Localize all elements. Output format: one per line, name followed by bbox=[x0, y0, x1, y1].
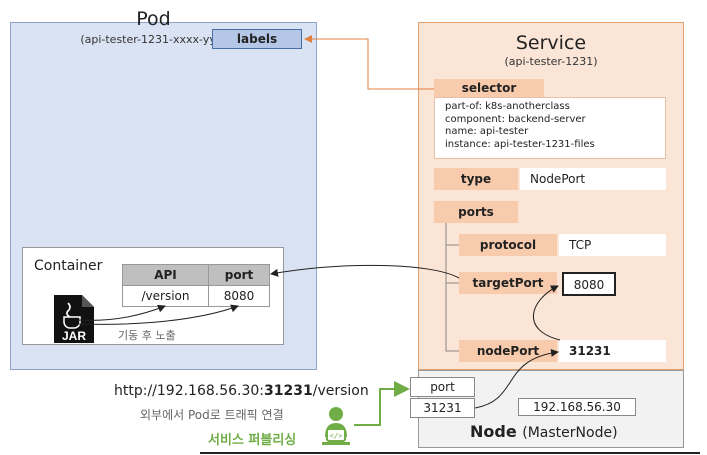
developer-icon: </> bbox=[322, 405, 350, 451]
selector-item: name: api-tester bbox=[445, 126, 529, 137]
pod-labels-box: labels bbox=[212, 29, 302, 49]
external-url: http://192.168.56.30:31231/version bbox=[114, 383, 369, 399]
node-port-value: 31231 bbox=[410, 398, 475, 418]
targetport-label: targetPort bbox=[459, 272, 557, 294]
service-title: Service bbox=[515, 32, 587, 54]
table-cell-api: /version bbox=[122, 285, 209, 307]
table-cell-port: 8080 bbox=[208, 285, 270, 307]
url-port: 31231 bbox=[264, 383, 313, 399]
node-subtitle: (MasterNode) bbox=[522, 425, 618, 441]
baseline-rule bbox=[200, 452, 700, 454]
protocol-value: TCP bbox=[559, 234, 666, 256]
pod-subtitle: (api-tester-1231-xxxx-yyy) bbox=[80, 33, 227, 46]
type-value: NodePort bbox=[520, 168, 666, 190]
url-suffix: /version bbox=[312, 383, 369, 399]
type-label: type bbox=[434, 168, 518, 190]
protocol-label: protocol bbox=[459, 234, 557, 256]
node-title: Node (MasterNode) bbox=[470, 422, 618, 441]
url-prefix: http://192.168.56.30: bbox=[114, 383, 265, 399]
nodeport-value: 31231 bbox=[559, 340, 666, 362]
node-port-label: port bbox=[410, 377, 475, 397]
svg-text:</>: </> bbox=[330, 432, 343, 440]
selector-items: part-of: k8s-anotherclass component: bac… bbox=[434, 97, 666, 159]
selector-item: component: backend-server bbox=[445, 113, 586, 125]
pod-title: Pod bbox=[136, 8, 171, 30]
traffic-caption: 외부에서 Pod로 트래픽 연결 bbox=[140, 408, 284, 422]
targetport-value: 8080 bbox=[562, 272, 616, 296]
jar-file-icon: JAR bbox=[52, 293, 96, 345]
nodeport-label: nodePort bbox=[459, 340, 557, 362]
container-caption: 기동 후 노출 bbox=[118, 329, 176, 342]
selector-item: part-of: k8s-anotherclass bbox=[445, 101, 570, 112]
ports-label: ports bbox=[434, 201, 518, 223]
container-title: Container bbox=[34, 258, 103, 274]
selector-item: instance: api-tester-1231-files bbox=[445, 138, 595, 150]
jar-label: JAR bbox=[62, 329, 86, 343]
service-subtitle: (api-tester-1231) bbox=[504, 55, 598, 68]
node-name: Node bbox=[470, 422, 517, 441]
selector-label: selector bbox=[434, 79, 544, 98]
node-ip: 192.168.56.30 bbox=[518, 398, 636, 416]
publish-caption: 서비스 퍼블리싱 bbox=[208, 433, 297, 448]
